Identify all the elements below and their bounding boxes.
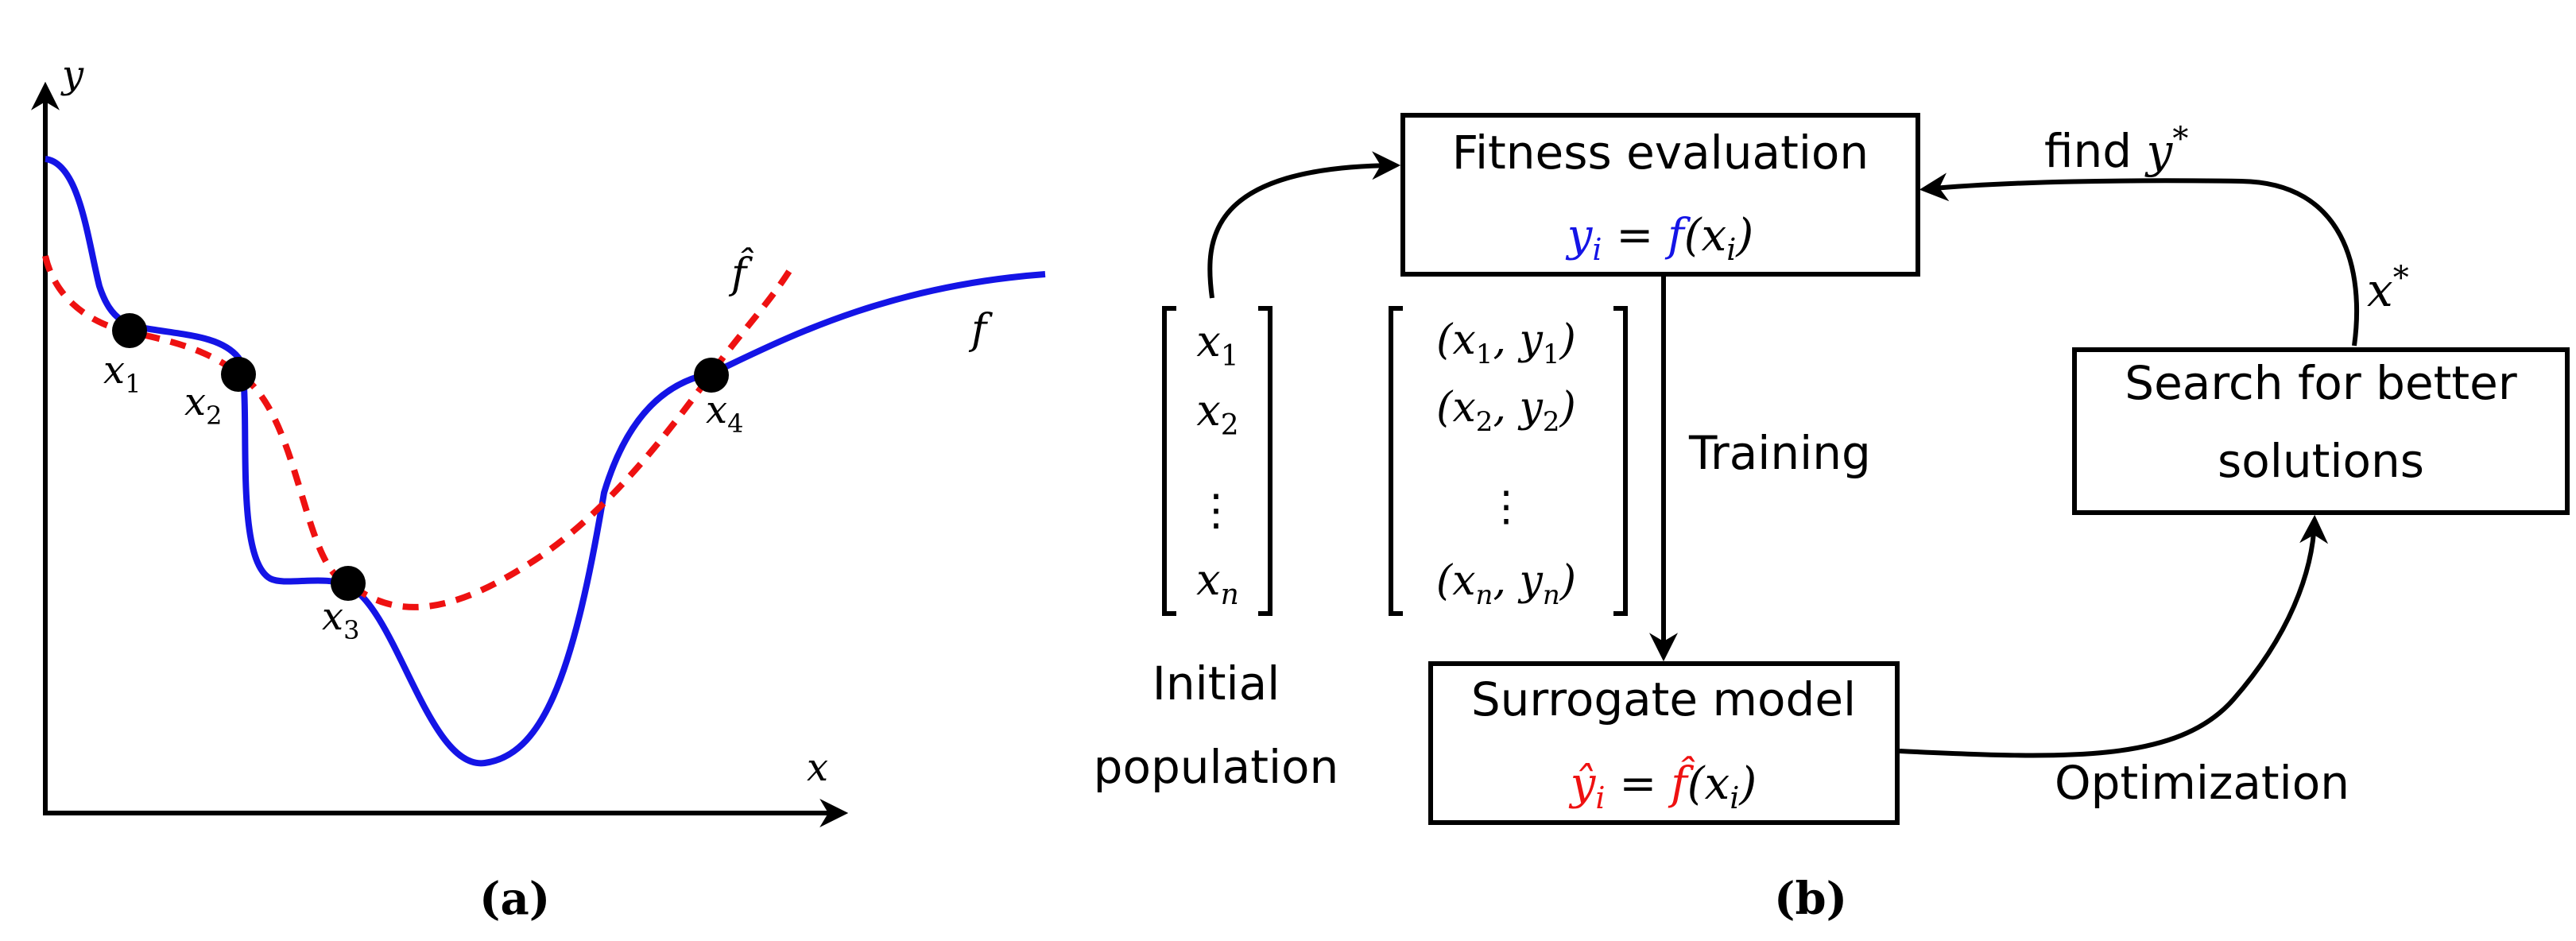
population-item-dots: ⋮	[1195, 485, 1238, 535]
arrow-population-to-fitness	[1207, 151, 1401, 299]
population-item-n: xn	[1196, 555, 1239, 611]
sample-point-4	[694, 358, 729, 393]
training-set-vector: (x1, y1) (x2, y2) ⋮ (xn, yn)	[1389, 306, 1628, 616]
surrogate-model-title: Surrogate model	[1471, 672, 1856, 726]
sample-point-1	[112, 313, 147, 348]
find-ystar-label: find y*	[2044, 121, 2188, 178]
fitness-evaluation-title: Fitness evaluation	[1452, 126, 1869, 180]
training-item-n: (xn, yn)	[1436, 557, 1576, 611]
sample-point-3	[331, 566, 366, 601]
search-box-line1: Search for better	[2125, 356, 2517, 410]
fitness-equation: yi = f(xi)	[1565, 210, 1754, 267]
panel-a: y x x1 x2 x3 x4 f f̂ (a)	[31, 52, 1046, 925]
search-box-line2: solutions	[2218, 434, 2424, 488]
training-label: Training	[1688, 426, 1871, 480]
sample-point-2	[221, 357, 256, 392]
surrogate-equation: ŷi = f̂(xi)	[1568, 755, 1757, 815]
caption-a: (a)	[479, 873, 550, 925]
caption-b: (b)	[1774, 873, 1847, 925]
point-label-2: x2	[184, 380, 222, 431]
y-axis-label: y	[60, 52, 84, 97]
initial-population-line1: Initial	[1152, 656, 1280, 711]
training-item-dots: ⋮	[1486, 483, 1527, 531]
surrogate-model-box	[1428, 661, 1900, 825]
xstar-label: x*	[2367, 260, 2409, 317]
x-axis-label: x	[807, 745, 828, 790]
initial-population-line2: population	[1094, 740, 1339, 794]
fitness-evaluation-box	[1400, 113, 1920, 277]
optimization-label: Optimization	[2055, 756, 2349, 810]
point-label-1: x1	[103, 348, 141, 399]
population-item-2: x2	[1196, 385, 1238, 442]
panel-b: Fitness evaluation yi = f(xi) Surrogate …	[1094, 113, 2570, 925]
training-item-1: (x1, y1)	[1436, 316, 1576, 370]
population-item-1: x1	[1196, 316, 1238, 373]
arrow-find-ystar	[1919, 172, 2360, 347]
point-label-3: x3	[322, 594, 359, 645]
true-function-label: f	[968, 306, 993, 354]
surrogate-function-curve	[42, 255, 798, 610]
point-label-4: x4	[706, 388, 743, 439]
population-vector: x1 x2 ⋮ xn	[1162, 306, 1273, 616]
search-box	[2072, 347, 2570, 515]
surrogate-function-label: f̂	[728, 248, 754, 298]
true-function-curve	[45, 156, 1046, 767]
arrow-optimization	[1899, 514, 2329, 758]
training-item-2: (x2, y2)	[1436, 384, 1576, 438]
